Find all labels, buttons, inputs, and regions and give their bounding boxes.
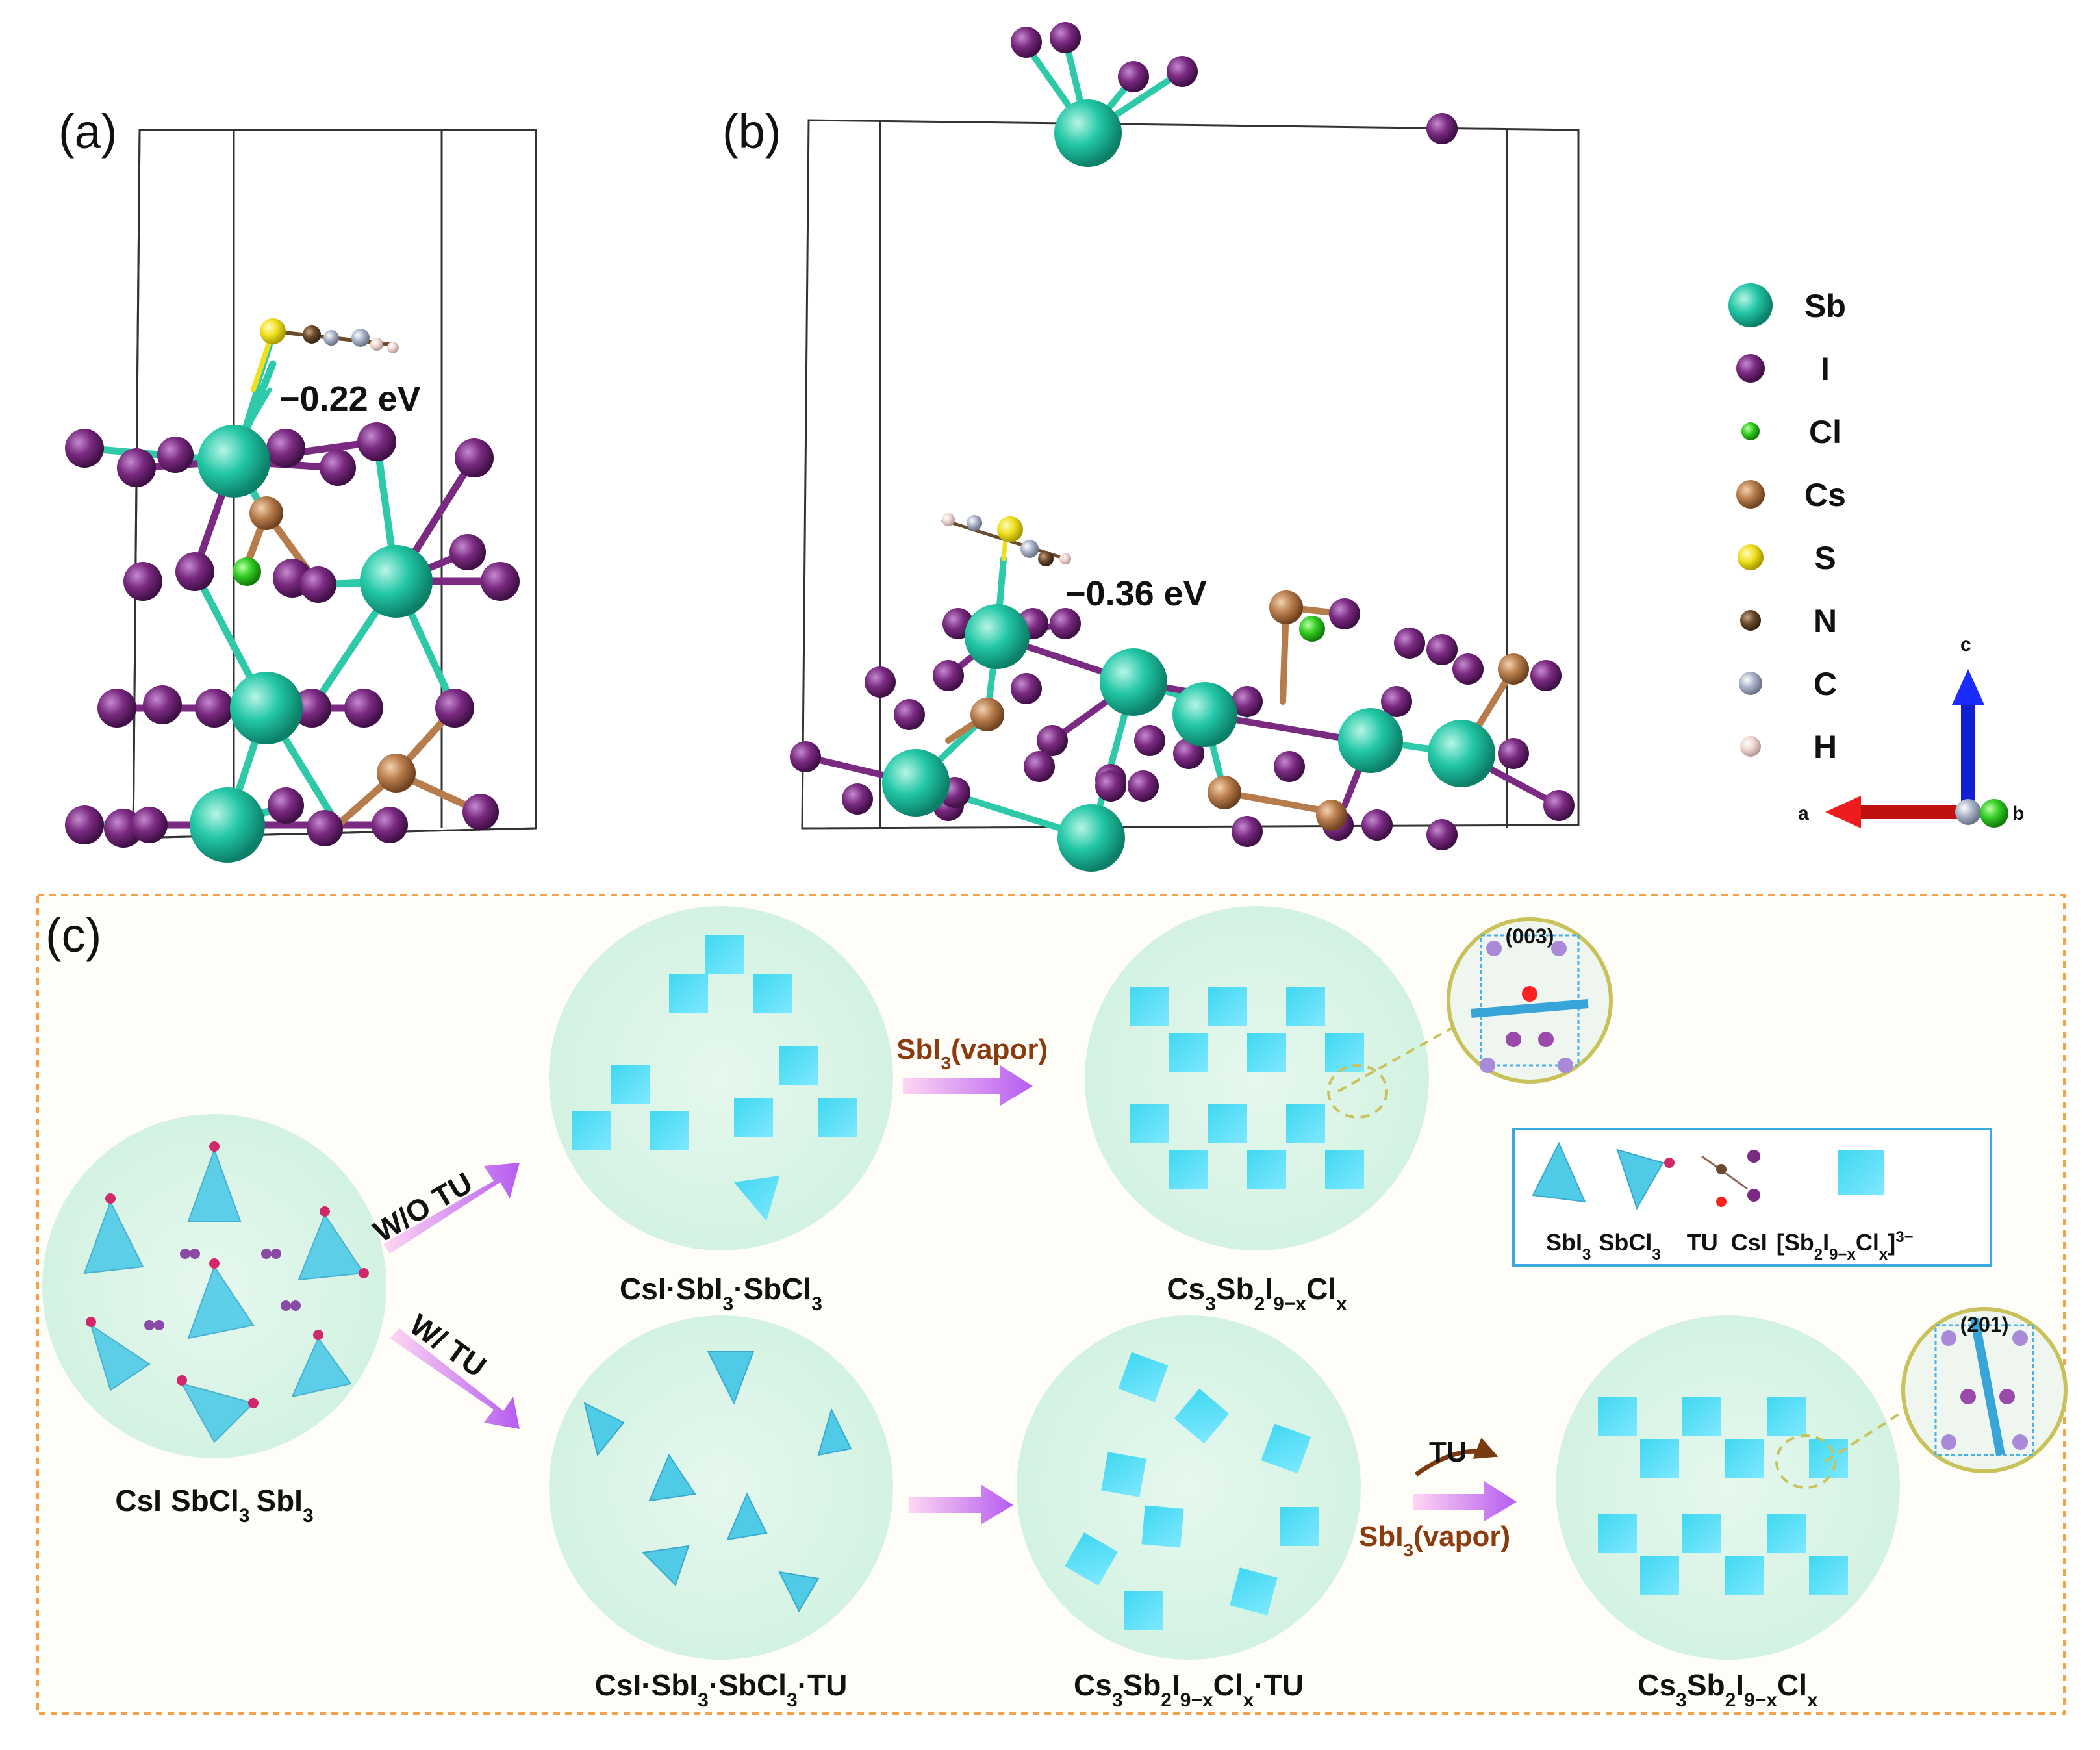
energy-label-a: −0.22 eV (279, 379, 421, 418)
energy-label-b: −0.36 eV (1065, 574, 1207, 613)
panel-label-c: (c) (45, 908, 101, 962)
label-bottom-intermediate: CsI·SbI3·SbCl3·TU (595, 1668, 848, 1711)
circle-bottom-intermediate (549, 1315, 893, 1660)
panel-label-a: (a) (58, 105, 117, 159)
unit-cell-b (801, 119, 1580, 830)
circle-top-product (1085, 906, 1429, 1250)
reaction-arrows (383, 1065, 1517, 1525)
legend-label-cs: Cs (1804, 477, 1846, 513)
vapor-label-top: SbI3(vapor) (896, 1034, 1048, 1073)
dots-start (86, 1141, 369, 1408)
atoms-a (65, 318, 520, 863)
vapor-label-bottom: SbI3(vapor) (1359, 1521, 1510, 1560)
legend-swatch-h (1740, 736, 1761, 757)
tetrahedra-bottom-intermediate (583, 1351, 852, 1613)
plane-label-top: (003) (1506, 924, 1554, 948)
label-top-product: Cs3Sb2I9−xClx (1167, 1272, 1347, 1315)
tu-arrow-label: TU (1429, 1436, 1467, 1468)
legend-label-h: H (1814, 729, 1837, 765)
axis-label-c: c (1960, 634, 1971, 655)
zoom-inset-bottom: (201) (1775, 1307, 2068, 1489)
legend-label-n: N (1814, 603, 1837, 639)
zoom-inset-top: (003) (1327, 917, 1613, 1119)
legend-label-sb: Sb (1804, 288, 1846, 324)
legend-label-c: C (1814, 666, 1837, 702)
legend-label-cl: Cl (1809, 414, 1841, 450)
panel-a: (a) (58, 105, 537, 863)
panel-b: (b) (722, 22, 1580, 872)
legend-swatch-n (1740, 610, 1761, 631)
legend-swatch-c (1739, 672, 1762, 695)
octahedra-top-intermediate (572, 935, 857, 1221)
c-axis-arrow (1952, 669, 1984, 705)
label-top-intermediate: CsI·SbI3·SbCl3 (620, 1272, 822, 1315)
octahedra-top-product (1130, 987, 1364, 1189)
axis-label-b: b (2012, 803, 2024, 824)
label-bottom-intermediate2: Cs3Sb2I9−xClx·TU (1074, 1668, 1304, 1711)
octahedra-bottom-intermediate2 (1065, 1352, 1319, 1630)
legend-label-i: I (1821, 351, 1830, 387)
legend-swatch-sb (1728, 283, 1773, 327)
legend-swatch-i (1736, 354, 1765, 383)
legend-label-s: S (1814, 540, 1836, 576)
plane-label-bottom: (201) (1960, 1313, 2009, 1336)
legend-swatch-s (1738, 544, 1764, 570)
axes-indicator: c a b (1798, 634, 2024, 828)
top-cluster-b (1011, 22, 1458, 167)
legend-swatch-cs (1736, 480, 1765, 509)
panel-label-b: (b) (722, 105, 781, 159)
label-bottom-product: Cs3Sb2I9−xClx (1638, 1668, 1818, 1711)
axis-label-a: a (1798, 803, 1809, 824)
legend-swatch-cl (1741, 422, 1760, 440)
circle-bottom-product (1556, 1315, 1900, 1660)
atoms-b (790, 513, 1575, 872)
octahedra-bottom-product (1598, 1397, 1848, 1595)
circle-bottom-intermediate2 (1017, 1315, 1361, 1660)
csi-pairs-start (144, 1249, 301, 1330)
tetrahedra-start (83, 1148, 365, 1443)
a-axis-arrow (1825, 796, 1861, 828)
panel-c: (c) (36, 894, 2068, 1715)
circle-top-intermediate (549, 906, 893, 1250)
